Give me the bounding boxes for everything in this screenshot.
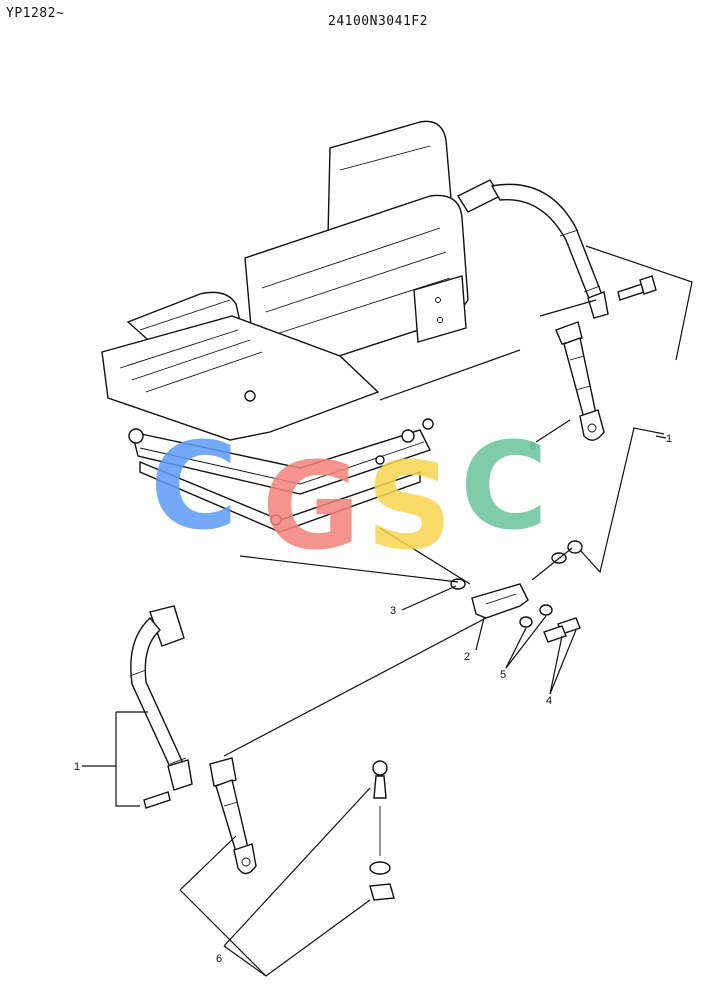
serial-range: YP1282~ — [6, 6, 65, 21]
callout-4: 4 — [546, 695, 552, 707]
right-belt-assembly — [456, 179, 657, 441]
drawing-code: 24100N3041F2 — [328, 14, 428, 29]
cgsc-watermark: C G S C — [150, 418, 548, 577]
callout-6-lower: 6 — [216, 953, 222, 965]
eyebolt-stack — [369, 760, 395, 901]
callout-1-lower: 1 — [74, 761, 80, 773]
callout-6-upper: 6 — [530, 441, 536, 453]
callout-5: 5 — [500, 669, 506, 681]
operator-seat — [101, 120, 469, 533]
callout-2: 2 — [464, 651, 470, 663]
left-belt-assembly — [129, 605, 257, 875]
leader-lines — [82, 245, 693, 977]
watermark-letter-c1: C — [150, 418, 238, 557]
watermark-letter-c2: C — [460, 418, 548, 557]
watermark-letter-s: S — [366, 438, 452, 577]
callout-labels: 1 1 2 3 4 5 6 6 — [74, 433, 672, 965]
callout-3: 3 — [390, 605, 396, 617]
watermark-letter-g: G — [262, 438, 361, 577]
callout-1-upper: 1 — [666, 433, 672, 445]
